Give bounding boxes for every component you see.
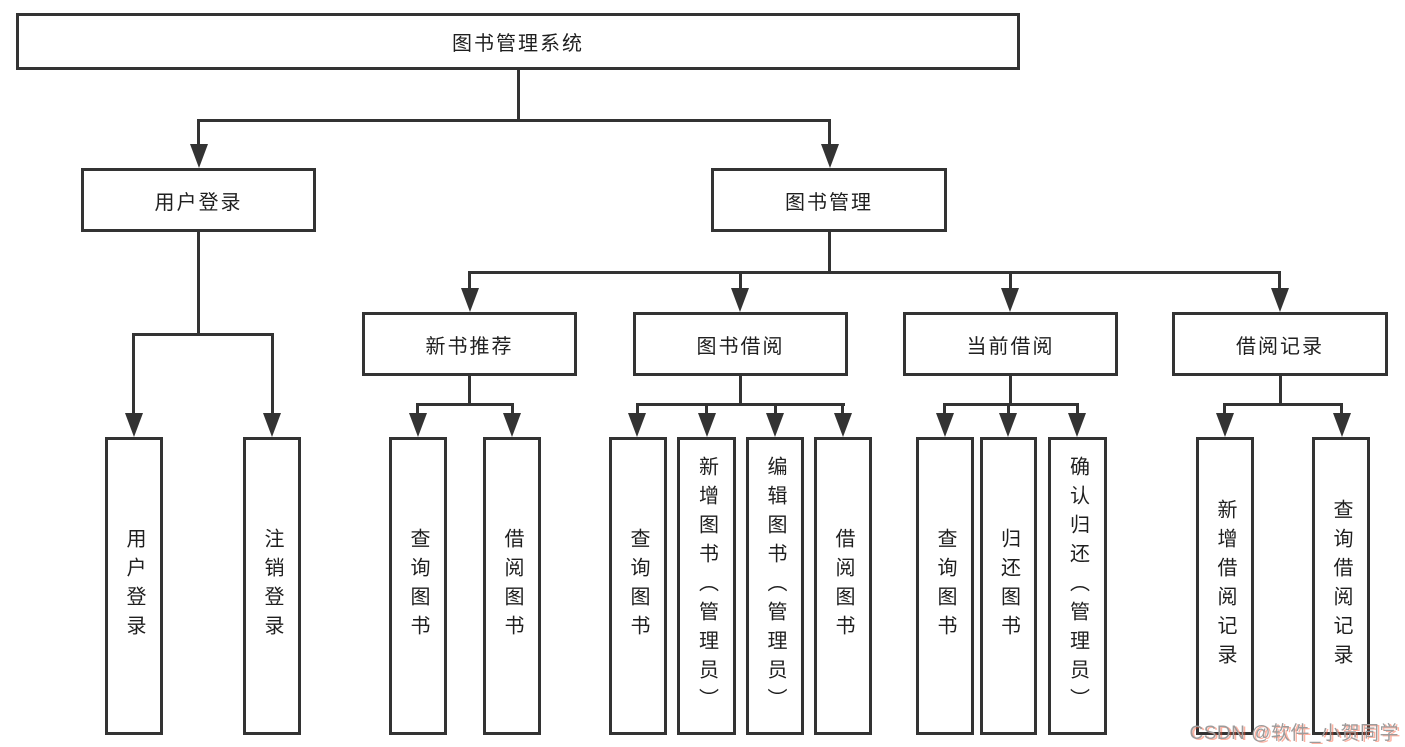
leaf-label: 用户登录 (123, 528, 145, 644)
connector-leaf (1223, 403, 1226, 417)
arrow-down-icon (834, 413, 852, 437)
connector-current-borrowing-stem (1009, 376, 1012, 406)
connector-to-leaf-logout (271, 333, 274, 417)
leaf-label: 借阅图书 (832, 528, 854, 644)
connector-to-book-management (828, 119, 831, 149)
arrow-down-icon (1271, 288, 1289, 312)
leaf-label: 注销登录 (261, 528, 283, 644)
connector-leaf (705, 403, 708, 417)
connector-leaf (943, 403, 946, 417)
connector-leaf (841, 403, 844, 417)
leaf-return-books: 归还图书 (980, 437, 1037, 735)
arrow-down-icon (1068, 413, 1086, 437)
connector-leaf (636, 403, 639, 417)
leaf-label: 编辑图书（管理员） (764, 455, 786, 717)
connector-to-book-borrowing (739, 271, 742, 293)
connector-root-stem (517, 70, 520, 121)
leaf-query-borrow-record: 查询借阅记录 (1312, 437, 1370, 735)
connector-current-borrowing-split (943, 403, 1079, 406)
leaf-label: 借阅图书 (501, 528, 523, 644)
connector-user-login-split (132, 333, 274, 336)
leaf-query-books-recommend: 查询图书 (389, 437, 447, 735)
connector-level3-split (468, 271, 1281, 274)
connector-book-borrowing-stem (739, 376, 742, 406)
connector-to-borrowing-records (1278, 271, 1281, 293)
node-book-management: 图书管理 (711, 168, 947, 232)
arrow-down-icon (1001, 288, 1019, 312)
connector-borrowing-records-split (1223, 403, 1343, 406)
arrow-down-icon (190, 144, 208, 168)
leaf-label: 确认归还（管理员） (1066, 455, 1089, 717)
node-current-borrowing: 当前借阅 (903, 312, 1118, 376)
node-root: 图书管理系统 (16, 13, 1020, 70)
csdn-watermark: CSDN @软件_小贺同学 (1189, 723, 1399, 744)
leaf-query-books-current: 查询图书 (916, 437, 974, 735)
leaf-borrow-books-recommend: 借阅图书 (483, 437, 541, 735)
connector-leaf (1076, 403, 1079, 417)
arrow-down-icon (936, 413, 954, 437)
arrow-down-icon (1216, 413, 1234, 437)
leaf-borrow-books-borrowing: 借阅图书 (814, 437, 872, 735)
connector-book-borrowing-split (636, 403, 845, 406)
connector-to-current-borrowing (1009, 271, 1012, 293)
arrow-down-icon (125, 413, 143, 437)
arrow-down-icon (628, 413, 646, 437)
connector-leaf (511, 403, 514, 417)
node-user-login: 用户登录 (81, 168, 316, 232)
arrow-down-icon (503, 413, 521, 437)
leaf-logout: 注销登录 (243, 437, 301, 735)
connector-leaf (1007, 403, 1010, 417)
arrow-down-icon (1333, 413, 1351, 437)
connector-to-leaf-user-login (132, 333, 135, 417)
arrow-down-icon (731, 288, 749, 312)
connector-leaf (774, 403, 777, 417)
node-book-borrowing: 图书借阅 (633, 312, 848, 376)
leaf-label: 归还图书 (997, 528, 1020, 644)
connector-to-user-login (197, 119, 200, 149)
leaf-edit-books-admin: 编辑图书（管理员） (746, 437, 804, 735)
connector-borrowing-records-stem (1279, 376, 1282, 406)
node-new-book-recommendation: 新书推荐 (362, 312, 577, 376)
connector-new-books-split (416, 403, 514, 406)
leaf-label: 新增借阅记录 (1214, 499, 1236, 673)
arrow-down-icon (821, 144, 839, 168)
leaf-label: 查询图书 (407, 528, 429, 644)
leaf-label: 查询图书 (627, 528, 649, 644)
connector-new-books-stem (468, 376, 471, 406)
connector-leaf (416, 403, 419, 417)
connector-user-login-stem (197, 232, 200, 336)
arrow-down-icon (766, 413, 784, 437)
leaf-add-borrow-record: 新增借阅记录 (1196, 437, 1254, 735)
leaf-query-books-borrowing: 查询图书 (609, 437, 667, 735)
arrow-down-icon (698, 413, 716, 437)
arrow-down-icon (999, 413, 1017, 437)
leaf-label: 查询图书 (934, 528, 956, 644)
leaf-user-login: 用户登录 (105, 437, 163, 735)
connector-level1-split (197, 119, 831, 122)
arrow-down-icon (263, 413, 281, 437)
leaf-label: 新增图书（管理员） (695, 455, 718, 717)
arrow-down-icon (461, 288, 479, 312)
connector-to-new-books (468, 271, 471, 293)
leaf-add-books-admin: 新增图书（管理员） (677, 437, 736, 735)
leaf-confirm-return-admin: 确认归还（管理员） (1048, 437, 1107, 735)
node-borrowing-records: 借阅记录 (1172, 312, 1388, 376)
connector-book-management-stem (828, 232, 831, 273)
leaf-label: 查询借阅记录 (1330, 499, 1352, 673)
arrow-down-icon (409, 413, 427, 437)
connector-leaf (1340, 403, 1343, 417)
